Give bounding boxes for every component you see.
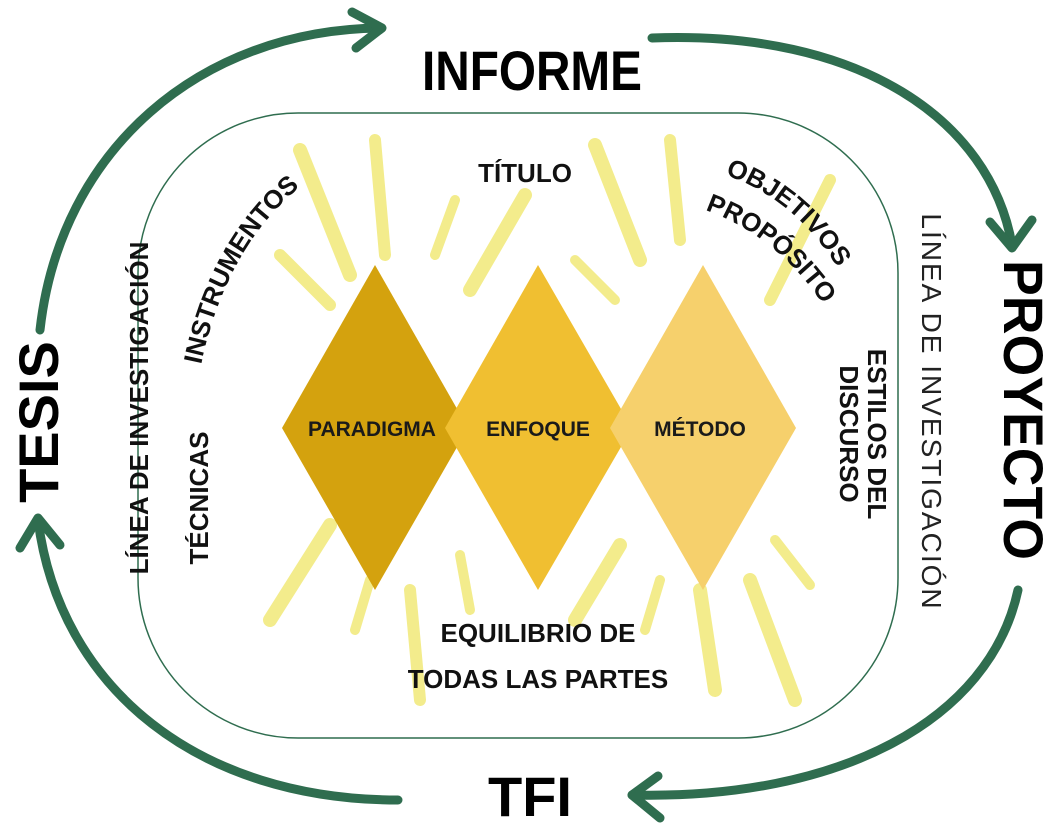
- left-research-line: LÍNEA DE INVESTIGACIÓN: [124, 242, 154, 575]
- arrow-informe-to-proyecto: [647, 33, 1017, 250]
- arrow-tesis-to-informe: [35, 23, 385, 335]
- enfoque-diamond: [445, 265, 632, 590]
- arrow-head-bottom-left: [15, 513, 65, 553]
- yellow-burst-4: [274, 249, 336, 311]
- equilibrio-line1: EQUILIBRIO DE: [440, 618, 635, 648]
- yellow-burst-group: [263, 134, 836, 707]
- metodo-label: MÉTODO: [654, 418, 746, 441]
- yellow-burst-14: [568, 538, 627, 627]
- enfoque-label: ENFOQUE: [486, 418, 590, 441]
- yellow-burst-10: [263, 518, 337, 627]
- arrow-proyecto-to-tfi: [627, 585, 1023, 800]
- yellow-burst-3: [430, 195, 460, 260]
- yellow-burst-18: [770, 535, 815, 590]
- inner-frame: [137, 112, 899, 739]
- titulo-label: TÍTULO: [478, 158, 572, 188]
- estilos-line1: ESTILOS DEL: [862, 349, 892, 520]
- yellow-burst-1: [293, 143, 357, 282]
- yellow-burst-17: [743, 573, 802, 707]
- yellow-burst-6: [588, 138, 647, 267]
- yellow-burst-2: [369, 134, 391, 261]
- arrow-head-top-left: [347, 7, 387, 53]
- arrow-head-bottom-right: [627, 771, 665, 823]
- yellow-burst-13: [404, 584, 426, 706]
- tesis-label: TESIS: [7, 341, 70, 503]
- paradigma-label: PARADIGMA: [308, 418, 436, 441]
- yellow-burst-7: [664, 134, 686, 246]
- arrow-head-top-right: [985, 215, 1037, 253]
- informe-label: INFORME: [422, 39, 642, 102]
- paradigma-diamond: [282, 265, 468, 590]
- proyecto-label: PROYECTO: [992, 260, 1051, 560]
- right-research-line: LÍNEA DE INVESTIGACIÓN: [916, 213, 947, 610]
- yellow-burst-15: [640, 575, 665, 635]
- yellow-burst-16: [693, 583, 722, 697]
- tecnicas-label: TÉCNICAS: [184, 432, 214, 565]
- yellow-burst-12: [455, 550, 475, 615]
- estilos-line2: DISCURSO: [834, 365, 864, 502]
- equilibrio-line2: TODAS LAS PARTES: [408, 664, 669, 694]
- tfi-label: TFI: [488, 765, 572, 828]
- cycle-arrows: [15, 7, 1037, 823]
- metodo-diamond: [610, 265, 796, 590]
- yellow-burst-5: [463, 188, 532, 297]
- arrow-tfi-to-tesis: [33, 515, 403, 805]
- yellow-burst-9: [764, 174, 836, 306]
- yellow-burst-11: [350, 575, 375, 635]
- yellow-burst-8: [570, 255, 620, 305]
